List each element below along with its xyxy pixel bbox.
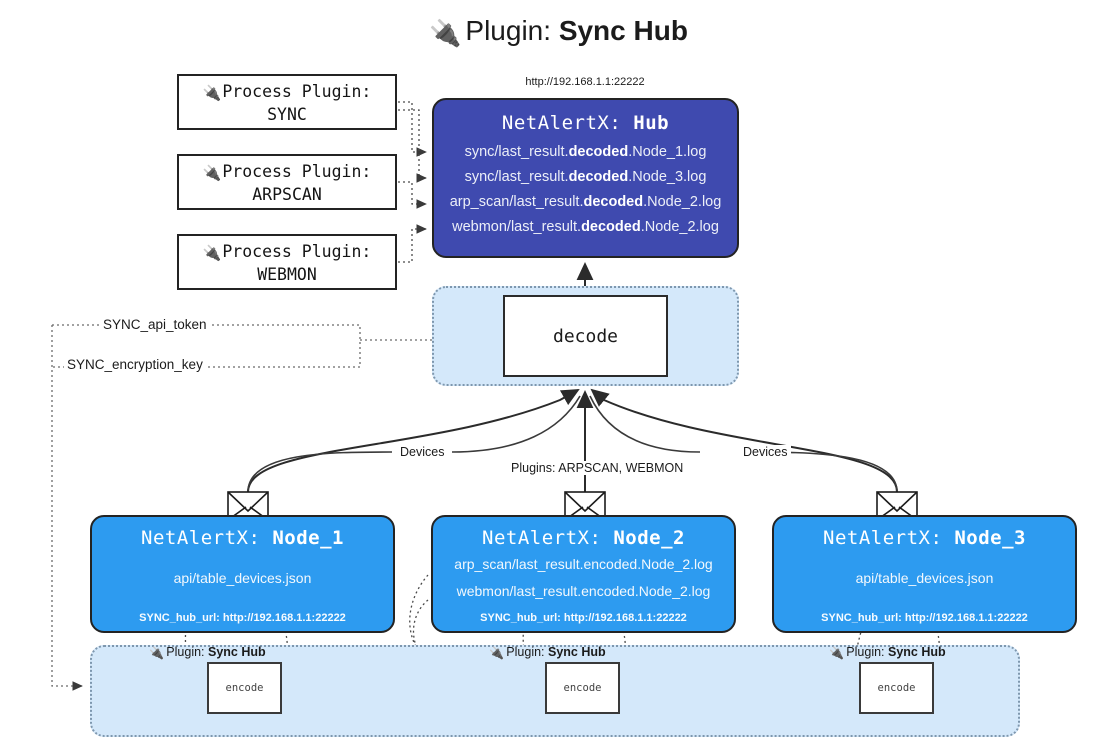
node-line: api/table_devices.json [855, 570, 994, 586]
process-plugin-box-arpscan[interactable]: 🔌Process Plugin: ARPSCAN [177, 154, 397, 210]
encode-caption-node1: 🔌Plugin: Sync Hub [120, 645, 295, 660]
edge-label-devices-left: Devices [396, 445, 449, 459]
encode-box-node1[interactable]: encode [207, 662, 282, 714]
plug-icon: 🔌 [149, 646, 165, 660]
encode-caption-name: Sync Hub [548, 645, 606, 659]
process-plugin-header: 🔌Process Plugin: [179, 241, 395, 264]
encode-caption-node3: 🔌Plugin: Sync Hub [800, 645, 975, 660]
process-plugin-label: Process Plugin: [222, 82, 372, 101]
process-plugin-label: Process Plugin: [222, 162, 372, 181]
hub-line: sync/last_result.decoded.Node_1.log [464, 144, 707, 160]
node-title: NetAlertX: Node_2 [482, 527, 685, 549]
plug-icon: 🔌 [829, 646, 845, 660]
node-line-list: api/table_devices.json [92, 565, 393, 592]
process-plugin-name: SYNC [267, 105, 307, 124]
hub-line-list: sync/last_result.decoded.Node_1.log sync… [434, 140, 737, 240]
node-title: NetAlertX: Node_1 [141, 527, 344, 549]
node-box-node3[interactable]: NetAlertX: Node_3 api/table_devices.json… [772, 515, 1077, 633]
page-title-label: Plugin: [465, 15, 559, 46]
plug-icon: 🔌 [429, 18, 462, 48]
hub-url-label: http://192.168.1.1:22222 [525, 76, 645, 88]
encode-caption-node2: 🔌Plugin: Sync Hub [460, 645, 635, 660]
node-line-list: arp_scan/last_result.encoded.Node_2.log … [433, 551, 734, 605]
hub-line: arp_scan/last_result.decoded.Node_2.log [449, 194, 722, 210]
plug-icon: 🔌 [202, 244, 222, 262]
edge-label-plugins: Plugins: ARPSCAN, WEBMON [507, 461, 688, 475]
encode-caption-name: Sync Hub [888, 645, 946, 659]
node-line: arp_scan/last_result.encoded.Node_2.log [454, 556, 713, 572]
decode-box[interactable]: decode [503, 295, 668, 377]
hub-node[interactable]: NetAlertX: Hub sync/last_result.decoded.… [432, 98, 739, 258]
hub-title: NetAlertX: Hub [434, 112, 737, 134]
encode-box-node2[interactable]: encode [545, 662, 620, 714]
hub-line: webmon/last_result.decoded.Node_2.log [452, 219, 719, 235]
node-title: NetAlertX: Node_3 [823, 527, 1026, 549]
sync-encryption-key-label: SYNC_encryption_key [64, 357, 206, 372]
process-plugin-label: Process Plugin: [222, 242, 372, 261]
hub-line: sync/last_result.decoded.Node_3.log [464, 169, 707, 185]
node-line-list: api/table_devices.json [774, 565, 1075, 592]
node-line: webmon/last_result.encoded.Node_2.log [456, 583, 711, 599]
node-box-node2[interactable]: NetAlertX: Node_2 arp_scan/last_result.e… [431, 515, 736, 633]
page-title-name: Sync Hub [558, 15, 688, 46]
encode-caption-label: Plugin: [506, 645, 548, 659]
plug-icon: 🔌 [202, 164, 222, 182]
process-plugin-header: 🔌Process Plugin: [179, 81, 395, 104]
node-footer: SYNC_hub_url: http://192.168.1.1:22222 [821, 612, 1028, 624]
edge-label-devices-right: Devices [739, 445, 792, 459]
plug-icon: 🔌 [202, 84, 222, 102]
hub-title-name: Hub [633, 112, 670, 134]
plug-icon: 🔌 [489, 646, 505, 660]
process-plugin-header: 🔌Process Plugin: [179, 161, 395, 184]
process-plugin-name: ARPSCAN [252, 185, 322, 204]
node-footer: SYNC_hub_url: http://192.168.1.1:22222 [139, 612, 346, 624]
encode-box-node3[interactable]: encode [859, 662, 934, 714]
hub-title-prefix: NetAlertX: [501, 112, 634, 134]
process-plugin-box-webmon[interactable]: 🔌Process Plugin: WEBMON [177, 234, 397, 290]
sync-api-token-label: SYNC_api_token [100, 317, 210, 332]
node-line: api/table_devices.json [173, 570, 312, 586]
node-footer: SYNC_hub_url: http://192.168.1.1:22222 [480, 612, 687, 624]
encode-caption-name: Sync Hub [208, 645, 266, 659]
process-plugin-box-sync[interactable]: 🔌Process Plugin: SYNC [177, 74, 397, 130]
encode-caption-label: Plugin: [846, 645, 888, 659]
encode-caption-label: Plugin: [166, 645, 208, 659]
process-plugin-name: WEBMON [257, 265, 317, 284]
page-title: 🔌Plugin: Sync Hub [0, 14, 1117, 50]
node-box-node1[interactable]: NetAlertX: Node_1 api/table_devices.json… [90, 515, 395, 633]
